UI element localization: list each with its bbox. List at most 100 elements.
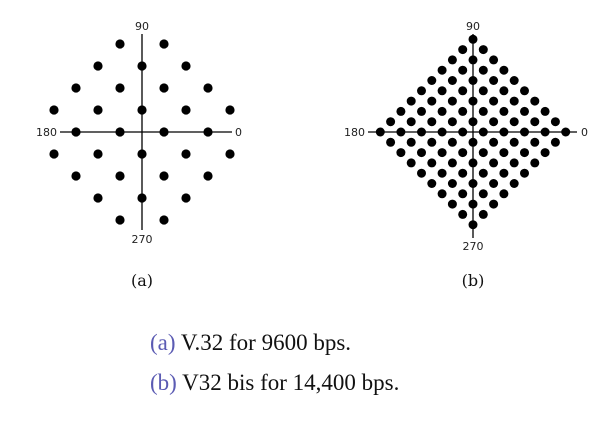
signal-point — [489, 96, 499, 106]
signal-point — [478, 209, 488, 219]
signal-point — [468, 199, 478, 209]
signal-point — [468, 55, 478, 65]
signal-point — [159, 83, 169, 93]
signal-point — [93, 149, 103, 159]
signal-point — [437, 168, 447, 178]
signal-point — [159, 215, 169, 225]
signal-points-b — [375, 34, 571, 230]
panel-label-b: (b) — [462, 271, 485, 290]
signal-point — [181, 61, 191, 71]
signal-point — [499, 106, 509, 116]
signal-point — [417, 168, 426, 178]
signal-point — [137, 105, 147, 115]
signal-point — [396, 148, 406, 158]
signal-point — [93, 61, 103, 71]
signal-point — [468, 220, 478, 230]
signal-point — [520, 106, 529, 116]
signal-point — [437, 148, 447, 158]
signal-point — [489, 55, 499, 65]
signal-point — [550, 117, 560, 127]
signal-point — [520, 86, 529, 96]
caption-text-a: V.32 for 9600 bps. — [175, 330, 352, 355]
signal-point — [489, 137, 499, 147]
signal-point — [478, 127, 488, 137]
signal-point — [561, 127, 571, 137]
signal-point — [458, 127, 468, 137]
signal-point — [417, 148, 426, 158]
signal-point — [417, 86, 426, 96]
signal-point — [447, 76, 457, 85]
signal-point — [396, 127, 406, 137]
signal-point — [225, 105, 235, 115]
signal-point — [203, 83, 213, 93]
signal-point — [499, 168, 509, 178]
signal-point — [447, 96, 457, 106]
signal-point — [203, 171, 213, 181]
signal-point — [509, 179, 519, 188]
label-90-a: 90 — [135, 20, 149, 33]
signal-point — [530, 158, 540, 168]
signal-point — [386, 117, 396, 127]
signal-point — [137, 149, 147, 159]
signal-point — [489, 199, 499, 209]
signal-point — [447, 179, 457, 188]
caption-letter-a: (a) — [150, 330, 176, 355]
signal-point — [468, 76, 478, 85]
signal-point — [406, 117, 416, 127]
signal-point — [427, 137, 437, 147]
signal-point — [520, 168, 529, 178]
signal-point — [550, 137, 560, 147]
label-180-a: 180 — [36, 126, 57, 139]
label-180-b: 180 — [344, 126, 365, 139]
signal-point — [489, 117, 499, 127]
signal-point — [417, 127, 426, 137]
signal-point — [499, 86, 509, 96]
signal-point — [137, 193, 147, 203]
signal-points-a — [49, 39, 235, 225]
signal-point — [489, 76, 499, 85]
label-0-b: 0 — [581, 126, 588, 139]
signal-point — [509, 137, 519, 147]
signal-point — [375, 127, 385, 137]
signal-point — [447, 137, 457, 147]
signal-point — [540, 106, 550, 116]
label-0-a: 0 — [235, 126, 242, 139]
panel-label-a: (a) — [131, 271, 153, 290]
signal-point — [468, 179, 478, 188]
label-270-a: 270 — [132, 233, 153, 246]
signal-point — [93, 105, 103, 115]
signal-point — [225, 149, 235, 159]
signal-point — [427, 76, 437, 85]
signal-point — [447, 199, 457, 209]
signal-point — [447, 117, 457, 127]
signal-point — [468, 96, 478, 106]
signal-point — [417, 106, 426, 116]
signal-point — [447, 158, 457, 168]
signal-point — [509, 96, 519, 106]
signal-point — [437, 86, 447, 96]
constellation-a: 90 180 0 270 (a) — [36, 20, 242, 290]
signal-point — [540, 148, 550, 158]
signal-point — [540, 127, 550, 137]
signal-point — [71, 127, 81, 137]
signal-point — [458, 168, 468, 178]
constellation-b: 90 180 0 270 (b) — [344, 20, 588, 290]
signal-point — [509, 117, 519, 127]
signal-point — [437, 106, 447, 116]
signal-point — [458, 148, 468, 158]
signal-point — [478, 189, 488, 199]
signal-point — [468, 117, 478, 127]
signal-point — [406, 96, 416, 106]
signal-point — [181, 105, 191, 115]
signal-point — [499, 148, 509, 158]
signal-point — [478, 168, 488, 178]
signal-point — [520, 127, 529, 137]
signal-point — [49, 149, 59, 159]
signal-point — [458, 189, 468, 199]
signal-point — [406, 137, 416, 147]
signal-point — [159, 39, 169, 49]
signal-point — [489, 158, 499, 168]
signal-point — [71, 83, 81, 93]
